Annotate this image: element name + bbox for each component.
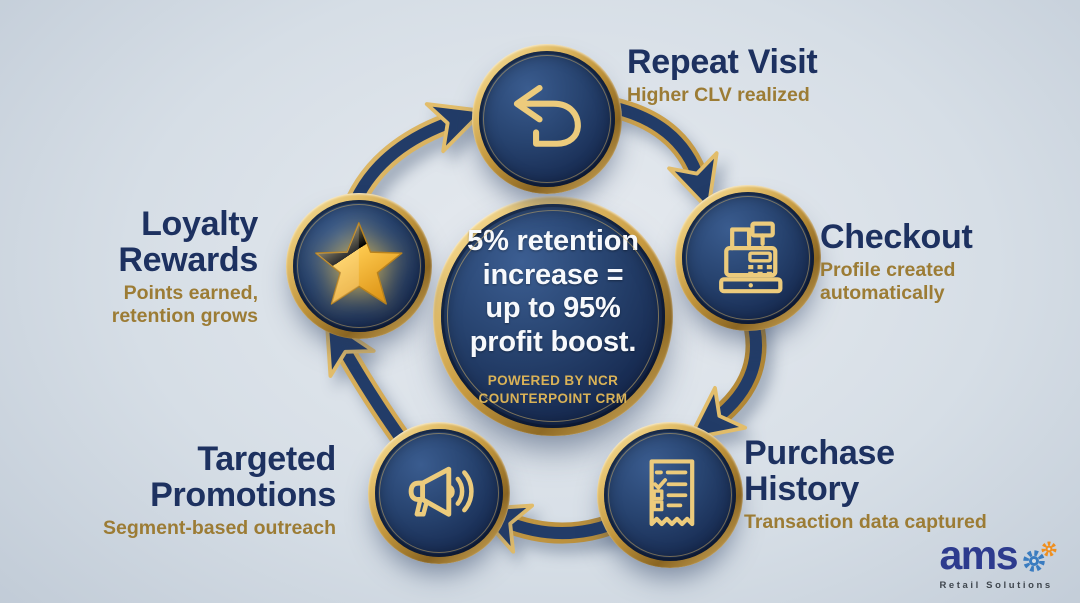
- loyalty-rewards-subtitle: Points earned, retention grows: [111, 282, 258, 328]
- megaphone-icon: [408, 466, 474, 517]
- checkout-title: Checkout: [820, 218, 973, 256]
- node-purchase-history: [597, 422, 743, 568]
- arrow-promotions-to-loyalty: [324, 317, 413, 451]
- arrow-loyalty-to-repeat: [345, 102, 485, 211]
- purchase-history-subtitle: Transaction data captured: [744, 511, 987, 534]
- ams-logo: ams Retail Solutions: [939, 532, 1058, 591]
- checkout-subtitle: Profile created automatically: [820, 259, 956, 305]
- undo-arrow-icon: [514, 85, 582, 148]
- loyalty-rewards-title: Loyalty Rewards: [118, 205, 258, 280]
- node-checkout: [675, 185, 821, 331]
- targeted-promotions-title: Targeted Promotions: [150, 440, 336, 515]
- receipt-checklist-icon: [649, 459, 695, 526]
- logo-tagline: Retail Solutions: [939, 580, 1053, 591]
- label-targeted-promotions: Targeted Promotions Segment-based outrea…: [103, 441, 336, 540]
- center-hub-circle: 5% retention increase = up to 95% profit…: [433, 196, 673, 436]
- label-checkout: Checkout Profile created automatically: [820, 219, 973, 305]
- ams-logo-wordmark: ams: [939, 532, 1018, 578]
- hub-powered-by: POWERED BY NCR COUNTERPOINT CRM: [478, 373, 628, 406]
- label-purchase-history: Purchase History Transaction data captur…: [744, 435, 987, 534]
- repeat-visit-title: Repeat Visit: [627, 43, 818, 81]
- purchase-history-title: Purchase History: [744, 434, 895, 509]
- hub-headline: 5% retention increase = up to 95% profit…: [467, 224, 639, 359]
- node-targeted-promotions: [368, 422, 510, 564]
- node-repeat-visit: [472, 44, 622, 194]
- targeted-promotions-subtitle: Segment-based outreach: [103, 517, 336, 540]
- node-loyalty-rewards: [286, 193, 432, 339]
- label-loyalty-rewards: Loyalty Rewards Points earned, retention…: [111, 205, 259, 328]
- gears-icon: [1023, 541, 1057, 572]
- repeat-visit-subtitle: Higher CLV realized: [627, 84, 810, 107]
- star-icon: [315, 222, 403, 305]
- label-repeat-visit: Repeat Visit Higher CLV realized: [627, 43, 818, 107]
- cash-register-icon: [718, 221, 783, 294]
